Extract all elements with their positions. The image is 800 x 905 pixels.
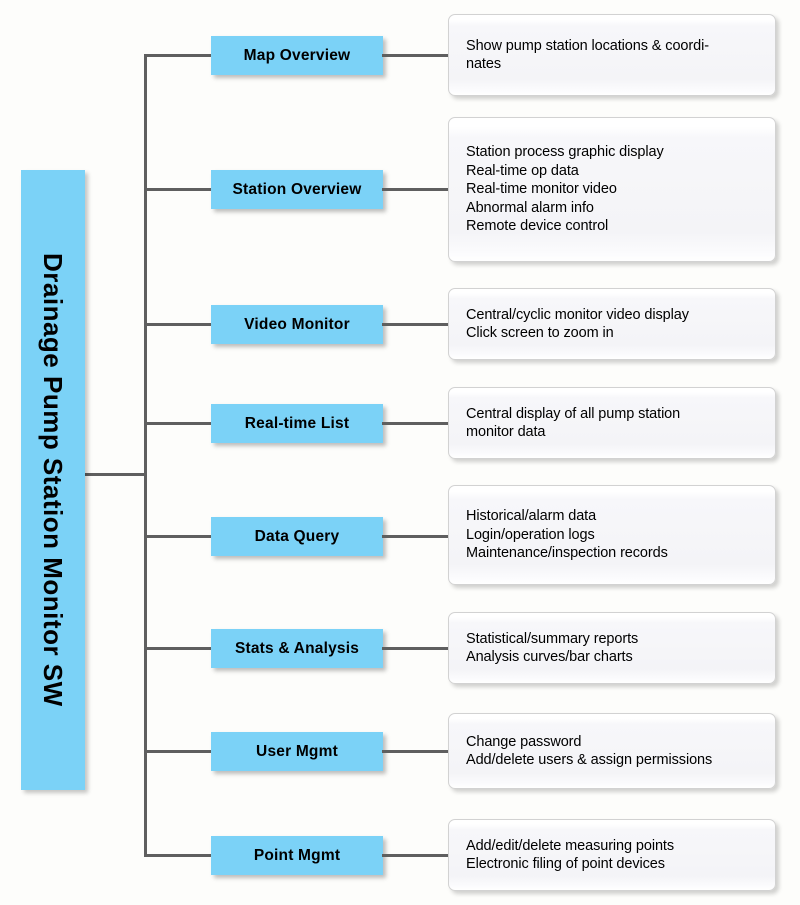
module-box-video-monitor[interactable]: Video Monitor: [211, 305, 383, 344]
description-line: Electronic filing of point devices: [466, 856, 665, 872]
module-label: Video Monitor: [244, 315, 350, 333]
description-line: Central display of all pump station: [466, 405, 681, 422]
module-box-data-query[interactable]: Data Query: [211, 517, 383, 556]
module-label: Real-time List: [244, 414, 350, 432]
description-line: Show pump station locations & coordi-: [466, 37, 709, 54]
trunk-vertical-line: [144, 55, 147, 855]
branch-line-8: [144, 854, 214, 857]
description-box-data-query: Historical/alarm data Login/operation lo…: [448, 485, 776, 585]
module-label: Data Query: [254, 527, 340, 545]
description-line: Real-time monitor video: [466, 181, 617, 198]
desc-connector-line-3: [382, 323, 450, 326]
module-box-point-mgmt[interactable]: Point Mgmt: [211, 836, 383, 875]
root-title-label: Drainage Pump Station Monitor SW: [38, 253, 68, 707]
module-label: Point Mgmt: [253, 846, 341, 864]
description-line: Remote device control: [466, 218, 609, 235]
desc-connector-line-1: [382, 54, 450, 57]
description-line: Real-time op data: [466, 162, 579, 179]
description-box-station-overview: Station process graphic display Real-tim…: [448, 117, 776, 262]
description-line: Add/edit/delete measuring points: [466, 837, 674, 854]
description-line: Statistical/summary reports: [466, 630, 639, 647]
description-line: Maintenance/inspection records: [466, 545, 668, 562]
desc-connector-line-6: [382, 647, 450, 650]
description-line: Click screen to zoom in: [466, 325, 614, 341]
description-line: nates: [466, 56, 501, 72]
desc-connector-line-5: [382, 535, 450, 538]
module-box-user-mgmt[interactable]: User Mgmt: [211, 732, 383, 771]
module-label: Station Overview: [232, 180, 362, 198]
description-line: Station process graphic display: [466, 144, 664, 161]
module-label: Stats & Analysis: [234, 639, 360, 657]
description-box-video-monitor: Central/cyclic monitor video display Cli…: [448, 288, 776, 360]
module-label: User Mgmt: [256, 742, 338, 760]
module-box-stats-analysis[interactable]: Stats & Analysis: [211, 629, 383, 668]
module-box-station-overview[interactable]: Station Overview: [211, 170, 383, 209]
description-line: monitor data: [466, 424, 546, 440]
root-title-bar[interactable]: Drainage Pump Station Monitor SW: [21, 170, 85, 790]
branch-line-2: [144, 188, 214, 191]
root-connector-line: [85, 473, 147, 476]
description-line: Change password: [466, 733, 582, 750]
description-box-real-time-list: Central display of all pump station moni…: [448, 387, 776, 459]
branch-line-5: [144, 535, 214, 538]
branch-line-4: [144, 422, 214, 425]
desc-connector-line-4: [382, 422, 450, 425]
desc-connector-line-8: [382, 854, 450, 857]
description-line: Add/delete users & assign permissions: [466, 752, 713, 768]
description-box-user-mgmt: Change password Add/delete users & assig…: [448, 713, 776, 789]
description-box-stats-analysis: Statistical/summary reports Analysis cur…: [448, 612, 776, 684]
description-box-point-mgmt: Add/edit/delete measuring points Electro…: [448, 819, 776, 891]
description-line: Abnormal alarm info: [466, 199, 594, 216]
branch-line-7: [144, 750, 214, 753]
desc-connector-line-2: [382, 188, 450, 191]
description-line: Historical/alarm data: [466, 508, 597, 525]
module-box-map-overview[interactable]: Map Overview: [211, 36, 383, 75]
branch-line-6: [144, 647, 214, 650]
description-line: Login/operation logs: [466, 526, 595, 543]
module-label: Map Overview: [243, 46, 351, 64]
desc-connector-line-7: [382, 750, 450, 753]
description-box-map-overview: Show pump station locations & coordi- na…: [448, 14, 776, 96]
branch-line-3: [144, 323, 214, 326]
branch-line-1: [144, 54, 214, 57]
description-line: Central/cyclic monitor video display: [466, 306, 689, 323]
module-box-real-time-list[interactable]: Real-time List: [211, 404, 383, 443]
description-line: Analysis curves/bar charts: [466, 649, 633, 665]
